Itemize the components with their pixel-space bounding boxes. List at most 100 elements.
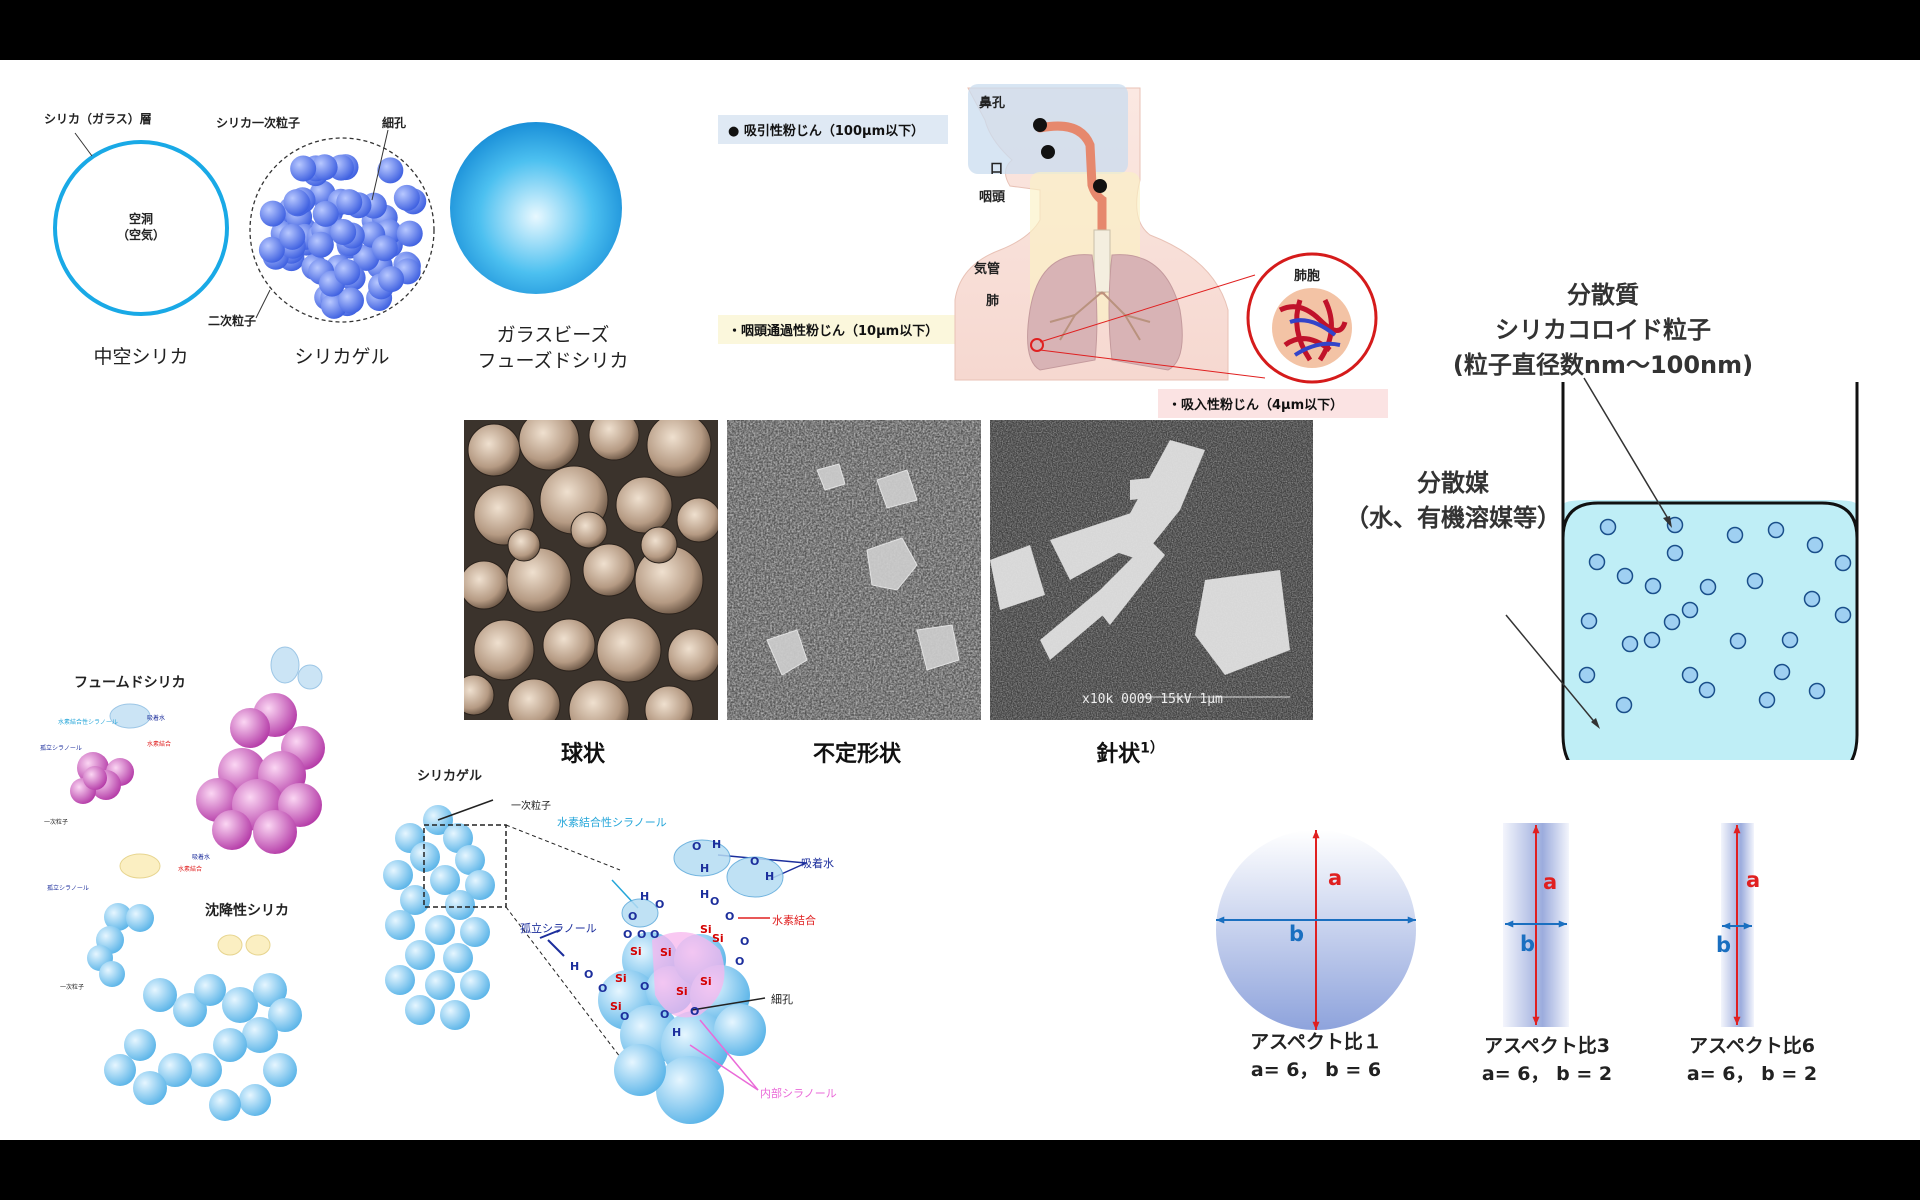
sphere-particle	[518, 420, 580, 471]
gel-primary-particle	[430, 865, 460, 895]
colloid-particle	[1834, 554, 1852, 572]
isolated-silanol-leader	[547, 939, 565, 957]
precipitated-title: 沈降性シリカ	[205, 903, 289, 919]
colloid-particle	[1588, 553, 1606, 571]
gel-zoom-particle	[714, 1004, 766, 1056]
atom-label: H	[712, 838, 721, 851]
sphere-particle	[644, 685, 694, 720]
precip-particle	[104, 1054, 136, 1086]
hydrogen-bond-label: 水素結合	[772, 914, 816, 927]
aspect3-b-arrow-head	[1558, 920, 1567, 928]
silica-gel-primary-cluster	[383, 805, 495, 1030]
zoom-line-bottom	[505, 906, 631, 1071]
aspect6-a-label: a	[1746, 868, 1761, 892]
colloid-particle	[1599, 518, 1617, 536]
primary-particle	[330, 219, 357, 246]
sphere-particle	[542, 618, 596, 672]
atom-label: H	[765, 870, 774, 883]
aspect6-b-label: b	[1716, 933, 1732, 957]
sphere-particle	[615, 476, 673, 534]
precip-particle	[209, 1089, 241, 1121]
colloid-particle	[1746, 572, 1764, 590]
aspect3-a-label: a	[1543, 870, 1558, 894]
colloid-particle	[1834, 606, 1852, 624]
colloid-particle	[1621, 635, 1639, 653]
colloid-particle	[1615, 696, 1633, 714]
primary-particle	[290, 155, 317, 182]
atom-label: O	[628, 910, 637, 923]
gel-primary-particle	[385, 965, 415, 995]
aspect1-title: アスペクト比１	[1250, 1031, 1382, 1053]
primary-particle	[259, 200, 286, 227]
gel-primary-particle	[383, 860, 413, 890]
glass-bead-caption-1: ガラスビーズ	[496, 324, 610, 346]
colloid-particles	[1578, 516, 1852, 714]
precip-particle	[126, 904, 154, 932]
medium-subtitle: （水、有機溶媒等）	[1345, 504, 1561, 532]
aspect1-b-label: b	[1289, 922, 1305, 946]
sphere-particle	[596, 617, 662, 683]
aspect3-b-arrow-head	[1505, 920, 1514, 928]
internal-silanol-leader	[699, 1019, 759, 1091]
needle-caption-ref: 1）	[1140, 740, 1164, 757]
needle-photo: x10k 0009 15kV 1μm	[990, 420, 1313, 720]
colloid-particle	[1806, 536, 1824, 554]
slide-canvas: シリカ（ガラス）層 空洞 （空気） 中空シリカ シリカ一次粒子 細孔 二次粒子 …	[0, 60, 1920, 1140]
aspect3-values: a= 6， b = 2	[1481, 1063, 1613, 1085]
gel-primary-leader	[437, 799, 494, 821]
fumed-primary-label: 一次粒子	[44, 819, 69, 826]
internal-silanol-region	[652, 932, 725, 1018]
primary-particle	[336, 189, 363, 216]
gel-pore-leader	[371, 129, 389, 201]
colloid-particle	[1666, 516, 1684, 534]
irregular-caption: 不定形状	[812, 742, 902, 767]
fumed-isolated-label: 孤立シラノール	[40, 745, 82, 752]
atom-label: Si	[700, 975, 712, 988]
aspect6-caption: アスペクト比6 a= 6， b = 2	[1687, 1032, 1817, 1088]
atom-label: O	[584, 968, 593, 981]
dispersoid-pointer	[1583, 377, 1671, 523]
adsorbed-water-label: 吸着水	[801, 857, 834, 870]
fumed-water-blob-2	[297, 664, 323, 690]
precip-water-label: 吸着水	[192, 854, 211, 861]
primary-particle	[371, 235, 398, 262]
airway-tract	[1035, 121, 1107, 295]
sphere-particle	[582, 543, 636, 597]
adsorbed-water-blob-2	[726, 856, 784, 898]
gel-primary-particle	[443, 943, 473, 973]
needle-caption-text: 針状	[1096, 742, 1141, 767]
precip-particle	[268, 998, 302, 1032]
aspect3-caption: アスペクト比3 a= 6， b = 2	[1482, 1032, 1612, 1088]
aspect3-b-label: b	[1520, 932, 1536, 956]
sphere-particle	[507, 528, 541, 562]
gel-primary-particle	[445, 890, 475, 920]
primary-particle	[396, 220, 423, 247]
atom-label: O	[623, 928, 632, 941]
dispersoid-title: 分散質	[1567, 281, 1639, 309]
silica-gel-caption: シリカゲル	[294, 346, 390, 368]
sphere-particle	[507, 678, 561, 720]
primary-particle	[283, 189, 310, 216]
colloid-particle	[1698, 681, 1716, 699]
lung-label: 肺	[986, 294, 1000, 309]
gel-primary-particle	[400, 885, 430, 915]
colloid-particle	[1643, 631, 1661, 649]
respiratory-diagram	[954, 84, 1378, 384]
precip-particle	[263, 1053, 297, 1087]
aspect-arrows	[1216, 825, 1752, 1030]
liquid-surface	[1561, 501, 1859, 539]
primary-particle	[258, 236, 285, 263]
primary-particle	[307, 231, 334, 258]
sphere-particle	[646, 420, 712, 478]
hollow-silica-caption: 中空シリカ	[93, 346, 189, 368]
fumed-silica-cluster	[70, 693, 325, 854]
needle-particles	[990, 420, 1313, 720]
beaker-wall	[1561, 382, 1859, 760]
gel-pore-label: 細孔	[382, 116, 407, 130]
aspect6-b-arrow-head	[1722, 922, 1731, 930]
hollow-silica-shell	[53, 140, 229, 316]
precip-particle	[253, 973, 287, 1007]
right-lung	[1027, 254, 1098, 371]
atom-label: Si	[676, 985, 688, 998]
fumed-particle	[253, 810, 297, 854]
